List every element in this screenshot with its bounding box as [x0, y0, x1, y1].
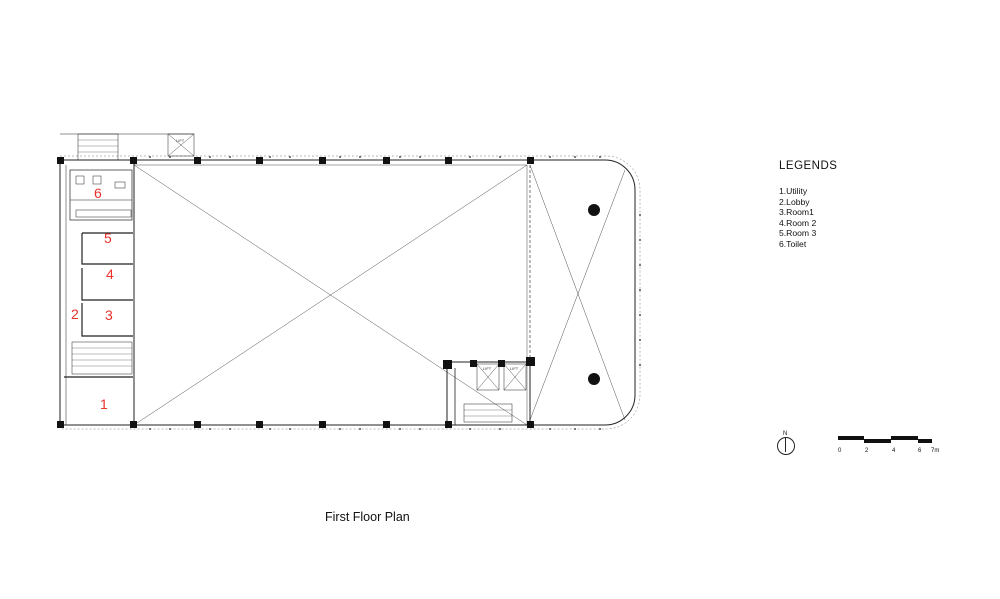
room-3-wall — [81, 303, 133, 337]
scale-label: 7m — [931, 448, 940, 454]
structural-columns — [57, 157, 600, 428]
north-circle — [777, 437, 795, 455]
scale-segment — [918, 439, 932, 443]
north-label: N — [783, 431, 788, 437]
legend-item: 6.Toilet — [779, 238, 807, 249]
lift-label-core-2: LIFT — [510, 366, 519, 371]
legend-item: 3.Room1 — [779, 207, 814, 218]
scale-label: 6 — [918, 448, 922, 454]
open-void — [133, 164, 528, 426]
north-arrow-icon: N — [777, 431, 797, 457]
scale-label: 0 — [838, 448, 842, 454]
scale-label: 4 — [892, 448, 896, 454]
room-number-1: 1 — [100, 396, 108, 412]
legend-title: LEGENDS — [779, 160, 838, 172]
drawing-title: First Floor Plan — [325, 510, 410, 524]
lift-core — [446, 361, 531, 426]
legend-item: 2.Lobby — [779, 196, 810, 207]
room-number-5: 5 — [104, 230, 112, 246]
north-needle — [785, 438, 786, 452]
core-stair — [463, 403, 513, 423]
building-outline-outer — [60, 155, 641, 430]
room-number-4: 4 — [106, 266, 114, 282]
room-number-2: 2 — [71, 306, 79, 322]
room-number-3: 3 — [105, 307, 113, 323]
scale-segment — [838, 436, 864, 440]
lift-shaft-1 — [476, 363, 500, 391]
lift-shaft-2 — [503, 363, 527, 391]
room-number-6: 6 — [94, 185, 102, 201]
west-stair — [71, 341, 133, 375]
building-outline — [59, 159, 636, 426]
legend-item: 4.Room 2 — [779, 217, 817, 228]
legend: LEGENDS 1.Utility 2.Lobby 3.Room1 4.Room… — [779, 160, 837, 250]
toilet-block — [69, 169, 133, 221]
scale-segment — [864, 439, 891, 443]
legend-item: 1.Utility — [779, 186, 808, 196]
room-5-wall — [81, 233, 133, 265]
scale-segment — [891, 436, 918, 440]
legend-list: 1.Utility 2.Lobby 3.Room1 4.Room 2 5.Roo… — [779, 186, 837, 250]
room-4-wall — [81, 268, 133, 301]
balustrade-dots — [149, 156, 641, 430]
scale-label: 2 — [865, 448, 869, 454]
lift-label-core-1: LIFT — [483, 366, 492, 371]
scale-bar: 0 2 4 6 7m — [838, 433, 940, 457]
legend-item: 5.Room 3 — [779, 228, 817, 239]
lift-label-top: LIFT — [176, 138, 185, 143]
